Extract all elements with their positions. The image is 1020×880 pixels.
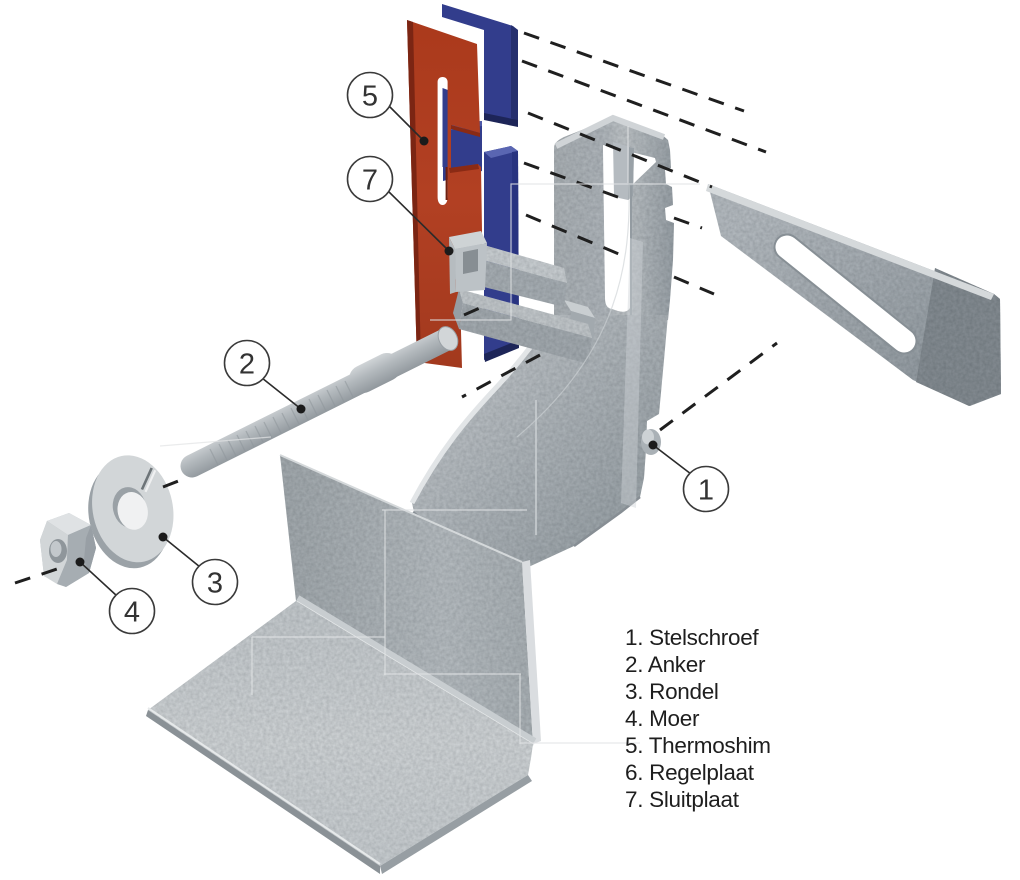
- svg-text:6. Regelplaat: 6. Regelplaat: [625, 760, 755, 785]
- svg-text:1. Stelschroef: 1. Stelschroef: [625, 625, 759, 650]
- svg-text:5. Thermoshim: 5. Thermoshim: [625, 733, 771, 758]
- svg-text:3. Rondel: 3. Rondel: [625, 679, 719, 704]
- svg-text:2: 2: [239, 349, 255, 381]
- svg-text:2. Anker: 2. Anker: [625, 652, 706, 677]
- svg-text:1: 1: [698, 475, 714, 507]
- svg-text:7. Sluitplaat: 7. Sluitplaat: [625, 787, 740, 812]
- svg-text:3: 3: [207, 568, 223, 600]
- svg-text:4. Moer: 4. Moer: [625, 706, 700, 731]
- svg-text:7: 7: [362, 165, 378, 197]
- svg-text:5: 5: [362, 81, 378, 113]
- svg-text:4: 4: [124, 597, 140, 629]
